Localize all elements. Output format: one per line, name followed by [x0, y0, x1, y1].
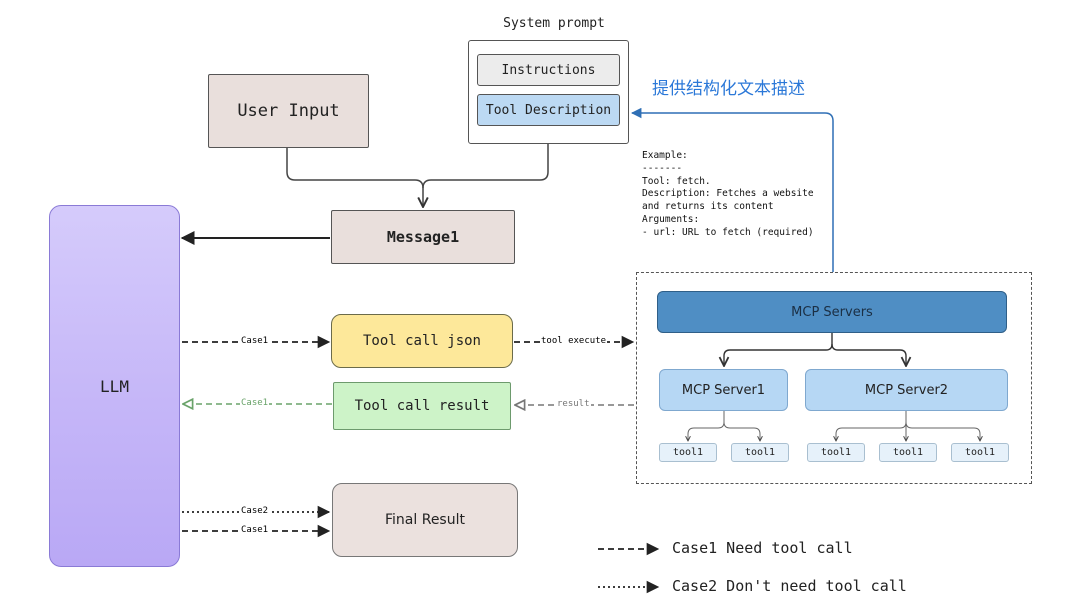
- tool-box: tool1: [879, 443, 937, 462]
- legend-case2-text: Case2 Don't need tool call: [672, 577, 907, 595]
- tool-box: tool1: [731, 443, 789, 462]
- tool-call-json-box: Tool call json: [331, 314, 513, 368]
- example-line: and returns its content: [642, 201, 774, 213]
- tool-box: tool1: [807, 443, 865, 462]
- example-line: Description: Fetches a website: [642, 188, 814, 200]
- mcp-server2-box: MCP Server2: [805, 369, 1008, 411]
- server1-tools-edge-2: [723, 421, 760, 441]
- example-line: Tool: fetch.: [642, 175, 711, 187]
- tool-call-result-box: Tool call result: [333, 382, 511, 430]
- tool-example-text: Example: ------- Tool: fetch. Descriptio…: [642, 150, 842, 240]
- example-line: Arguments:: [642, 213, 700, 225]
- example-line: - url: URL to fetch (required): [642, 226, 814, 238]
- system-prompt-to-message-edge: [422, 144, 549, 189]
- mcp-container: [636, 272, 1032, 484]
- example-line: -------: [642, 162, 683, 174]
- case1-final-label: Case1: [240, 525, 270, 536]
- llm-box: LLM: [49, 205, 180, 567]
- result-label: result: [556, 399, 591, 410]
- tool-execute-label: tool execute: [540, 336, 608, 347]
- mcp-server1-box: MCP Server1: [659, 369, 788, 411]
- case2-final-label: Case2: [240, 506, 270, 517]
- final-result-box: Final Result: [332, 483, 518, 557]
- instructions-box: Instructions: [477, 54, 620, 86]
- case1-result-label: Case1: [240, 398, 270, 409]
- structured-text-label: 提供结构化文本描述: [652, 79, 805, 99]
- server2-tools-edge-2: [836, 421, 907, 441]
- server1-tools-edge: [688, 411, 725, 441]
- tool-description-box: Tool Description: [477, 94, 620, 126]
- message1-box: Message1: [331, 210, 515, 264]
- legend-case1-text: Case1 Need tool call: [672, 539, 853, 557]
- system-prompt-title: System prompt: [503, 16, 605, 31]
- mcp-branch-edge-2: [831, 343, 906, 366]
- mcp-servers-box: MCP Servers: [657, 291, 1007, 333]
- mcp-to-tool-description-edge: [630, 107, 834, 272]
- server2-tools-edge-3: [905, 421, 980, 441]
- user-input-to-message-edge: [286, 148, 423, 207]
- tool-box: tool1: [659, 443, 717, 462]
- user-input-box: User Input: [208, 74, 369, 148]
- case1-call-label: Case1: [240, 336, 270, 347]
- example-line: Example:: [642, 150, 688, 161]
- tool-box: tool1: [951, 443, 1009, 462]
